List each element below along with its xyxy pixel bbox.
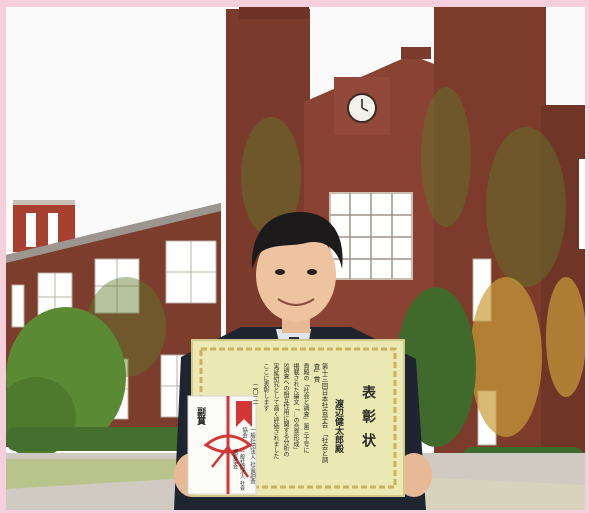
certificate-body-line: S調査への相互作用に関する分析の xyxy=(282,363,289,458)
certificate-body-line: 貴殿の「社会と調査」第三十号に xyxy=(302,363,309,453)
certificate-recipient: 渡辺健太郎殿 xyxy=(333,399,343,453)
certificate-issuer: 一般社団法人 社会調査協会 xyxy=(241,427,255,484)
photo-scene xyxy=(6,7,585,510)
certificate-body-line: ここに表彰します xyxy=(262,363,269,411)
ivy xyxy=(86,87,566,377)
certificate-body-line: 掲載された論文「…の合意形成」 xyxy=(292,363,299,453)
envelope-label: 副賞 xyxy=(195,407,205,425)
certificate-award: 第十三回日本社会学会 「社会と調査」賞 xyxy=(312,363,328,463)
hair xyxy=(251,212,343,269)
face xyxy=(256,228,336,322)
envelope xyxy=(187,395,257,495)
certificate-body: 貴殿の「社会と調査」第三十号に 掲載された論文「…の合意形成」 S調査への相互作… xyxy=(258,363,310,475)
certificate-body-line: 実証研究として高く評価されました xyxy=(272,363,279,459)
certificate-title: 表彰状 xyxy=(360,385,376,457)
certificate-date: 二〇二一 xyxy=(251,383,258,407)
photo: 表彰状 渡辺健太郎殿 第十三回日本社会学会 「社会と調査」賞 貴殿の「社会と調査… xyxy=(6,7,585,510)
envelope-sender: 一般社団法人 社会調査協会 xyxy=(232,449,245,491)
